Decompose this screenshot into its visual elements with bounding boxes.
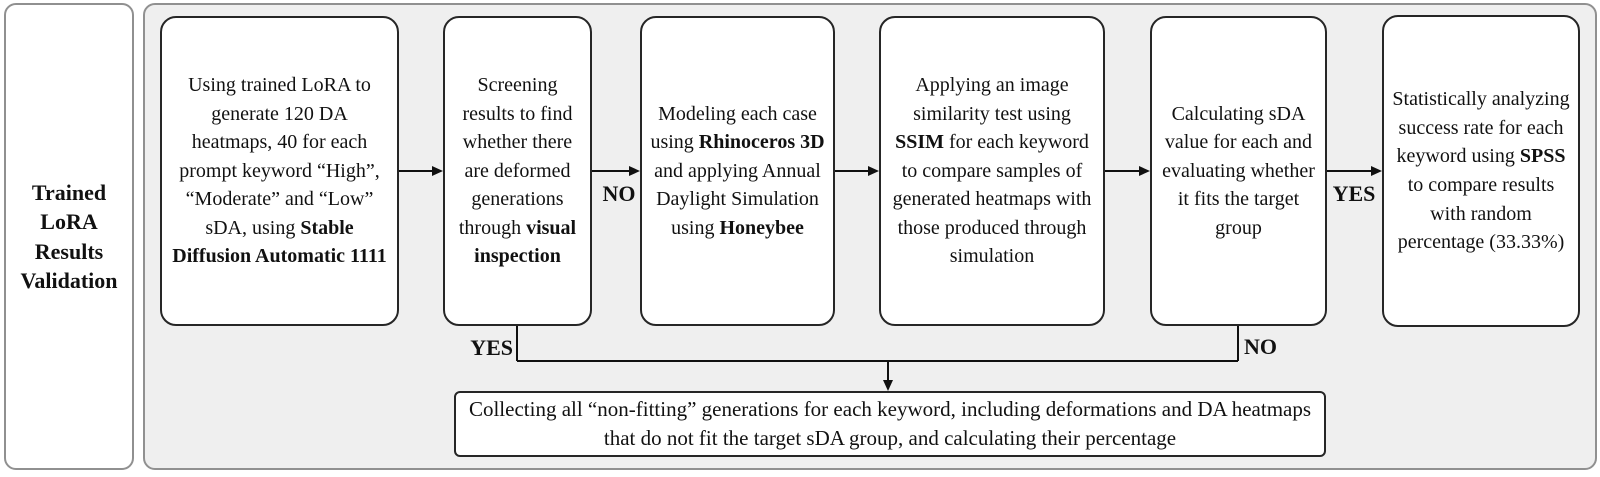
arrow-box4-to-box5 bbox=[1105, 166, 1150, 176]
edge-label-no-after-screening: NO bbox=[602, 181, 636, 206]
flow-box-text: Calculating sDA value for each and evalu… bbox=[1162, 102, 1315, 239]
arrow-box3-to-box4 bbox=[835, 166, 879, 176]
edge-label-no-after-evaluation: NO bbox=[1244, 334, 1277, 359]
stage-title: Trained LoRA Results Validation bbox=[20, 180, 118, 293]
flow-box-modeling-simulation: Modeling each case using Rhinoceros 3D a… bbox=[640, 16, 835, 326]
flow-box-sda-evaluation: Calculating sDA value for each and evalu… bbox=[1150, 16, 1327, 326]
flow-box-text: Using trained LoRA to generate 120 DA he… bbox=[172, 73, 387, 268]
flow-box-spss-analysis: Statistically analyzing success rate for… bbox=[1382, 15, 1580, 327]
edge-label-yes-after-evaluation: YES bbox=[1332, 181, 1376, 206]
stage-label-box: Trained LoRA Results Validation bbox=[4, 3, 134, 470]
arrow-box1-to-box2 bbox=[399, 166, 443, 176]
edge-label-yes-after-screening: YES bbox=[470, 335, 513, 360]
flow-box-ssim-similarity-test: Applying an image similarity test using … bbox=[879, 16, 1105, 326]
flow-box-generate-heatmaps: Using trained LoRA to generate 120 DA he… bbox=[160, 16, 399, 326]
connector-lines bbox=[399, 166, 1382, 391]
flow-box-text: Statistically analyzing success rate for… bbox=[1392, 88, 1570, 254]
flow-box-text: Screening results to find whether there … bbox=[458, 73, 577, 268]
arrow-box2-to-box3 bbox=[592, 166, 640, 176]
flow-box-text: Modeling each case using Rhinoceros 3D a… bbox=[650, 102, 825, 239]
arrow-into-collect-box bbox=[883, 361, 893, 391]
flow-box-collect-nonfitting: Collecting all “non-fitting” generations… bbox=[454, 391, 1326, 457]
collect-box-text: Collecting all “non-fitting” generations… bbox=[468, 397, 1312, 450]
validation-flow-panel: Using trained LoRA to generate 120 DA he… bbox=[143, 3, 1597, 470]
flow-box-visual-screening: Screening results to find whether there … bbox=[443, 16, 592, 326]
flow-box-text: Applying an image similarity test using … bbox=[892, 73, 1092, 268]
arrow-box5-to-box6 bbox=[1327, 166, 1382, 176]
